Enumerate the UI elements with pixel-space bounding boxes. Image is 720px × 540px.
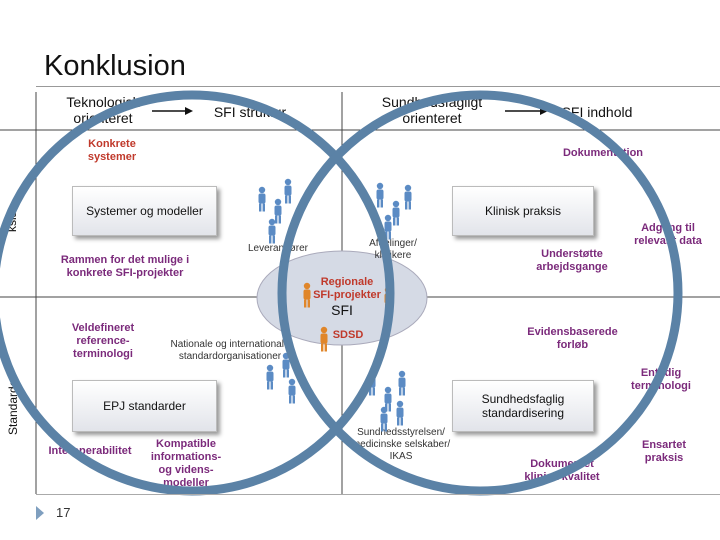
person-icon — [288, 378, 296, 404]
label-rammen: Rammen for det mulige i konkrete SFI-pro… — [60, 254, 190, 279]
right-ring — [277, 90, 683, 496]
left-ring — [0, 90, 395, 496]
person-icon — [396, 400, 404, 426]
label-sdsd: SDSD — [332, 329, 364, 341]
header-sfi-indhold: SFI indhold — [561, 104, 633, 120]
box-epj-standarder: EPJ standarder — [72, 380, 217, 432]
person-icon — [320, 326, 328, 352]
arrow-right-icon — [152, 107, 193, 115]
label-kompatible: Kompatible informations- og videns- mode… — [150, 438, 222, 489]
slide-bullet-icon — [36, 506, 44, 520]
person-icon — [274, 198, 282, 224]
label-ensartet: Ensartet praksis — [641, 439, 687, 464]
person-icon — [266, 364, 274, 390]
person-icon — [268, 218, 276, 244]
person-icon — [303, 282, 311, 308]
person-icon — [392, 200, 400, 226]
label-leverandorer: Leverandører — [247, 243, 309, 254]
label-sfi: SFI — [331, 302, 353, 318]
person-icon — [258, 186, 266, 212]
person-icon — [380, 406, 388, 432]
label-nationale: Nationale og internationale standardorga… — [170, 339, 290, 362]
person-icon — [404, 184, 412, 210]
label-afdelinger: Afdelinger/ klinikere — [369, 238, 417, 261]
box-sundhedsfaglig-standardisering: Sundhedsfaglig standardisering — [452, 380, 594, 432]
label-understotte: Understøtte arbejdsgange — [536, 248, 608, 273]
person-icon — [398, 370, 406, 396]
person-icon — [376, 182, 384, 208]
page-title: Konklusion — [44, 50, 186, 82]
slide-number: 17 — [56, 505, 71, 520]
box-systemer-og-modeller: Systemer og modeller — [72, 186, 217, 236]
label-konkrete-systemer: Konkrete systemer — [87, 138, 137, 163]
label-evidens: Evidensbaserede forløb — [527, 326, 618, 351]
label-sundhedsstyrelsen: Sundhedsstyrelsen/ medicinske selskaber/… — [351, 427, 451, 462]
label-regionale-sfi: Regionale SFI-projekter — [313, 276, 381, 301]
label-veldefineret: Veldefineret reference- terminologi — [71, 322, 135, 360]
person-icon — [284, 178, 292, 204]
title-divider — [36, 86, 720, 87]
bottom-divider — [36, 494, 720, 495]
box-klinisk-praksis: Klinisk praksis — [452, 186, 594, 236]
